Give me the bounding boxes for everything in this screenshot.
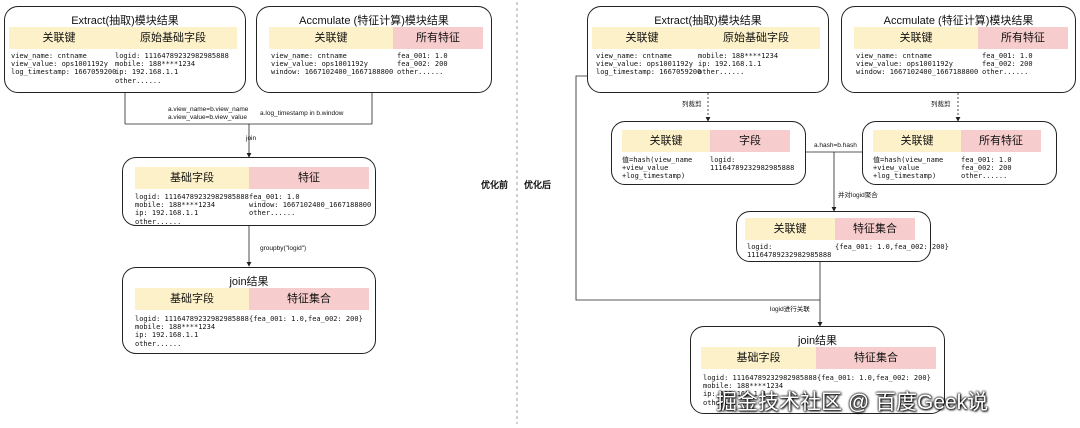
key-header: 基础字段 — [135, 288, 249, 310]
right-accumulate-box: Accmulate (特征计算)模块结果 关联键 所有特征 view_name:… — [841, 6, 1076, 93]
right-pruned-left-box: 关联键 字段 值=hash(view_name +view_value +log… — [611, 121, 806, 185]
key-values: logid: 11164789232982985888 mobile: 188*… — [135, 315, 249, 348]
box-title: join结果 — [797, 335, 838, 347]
key-header: 基础字段 — [701, 347, 816, 369]
field-values: fea_001: 1.0 fea_002: 200 other...... — [982, 52, 1033, 77]
join-condition-window: a.log_timestamp in b.window — [260, 110, 344, 117]
key-values: view_name: cntname view_value: ops100119… — [596, 52, 702, 77]
key-header: 基础字段 — [135, 167, 249, 189]
key-values: view_name: cntname view_value: ops100119… — [11, 52, 117, 77]
left-accumulate-box: Accmulate (特征计算)模块结果 关联键 所有特征 view_name:… — [256, 6, 492, 93]
right-agg-box: 关联键 特征集合 logid: 11164789232982985888 {fe… — [736, 211, 949, 262]
field-header: 特征集合 — [835, 218, 915, 240]
prune-label-right: 列裁剪 — [931, 101, 951, 108]
box-title: Extract(抽取)模块结果 — [71, 15, 179, 27]
right-extract-box: Extract(抽取)模块结果 关联键 原始基础字段 view_name: cn… — [587, 6, 829, 93]
left-result-box: join结果 基础字段 特征集合 logid: 1116478923298298… — [122, 267, 376, 354]
field-values: {fea_001: 1.0,fea_002: 200} — [817, 374, 931, 382]
box-title: Accmulate (特征计算)模块结果 — [299, 15, 449, 27]
left-extract-box: Extract(抽取)模块结果 关联键 原始基础字段 view_name: cn… — [4, 6, 246, 93]
watermark-text: 掘金技术社区 @ 百度Geek说 — [716, 391, 989, 414]
hash-label: a.hash=b.hash — [814, 142, 857, 149]
field-values: mobile: 188****1234 ip: 192.168.1.1 othe… — [698, 52, 779, 77]
box-title: join结果 — [229, 276, 269, 288]
key-values: view_name: cntname view_value: ops100119… — [271, 52, 394, 77]
join-label: join — [246, 135, 257, 142]
key-values: logid: 11164789232982985888 mobile: 188*… — [135, 193, 249, 226]
left-middle-box: 基础字段 特征 logid: 11164789232982985888 mobi… — [122, 157, 376, 226]
merge-label: 并对logid聚合 — [838, 192, 878, 199]
box-title: Extract(抽取)模块结果 — [654, 15, 762, 27]
key-values: logid: 11164789232982985888 — [747, 243, 832, 260]
key-header: 关联键 — [745, 218, 835, 240]
before-label: 优化前 — [481, 180, 509, 190]
after-label: 优化后 — [524, 180, 552, 190]
field-header: 所有特征 — [978, 27, 1068, 49]
box-title: Accmulate (特征计算)模块结果 — [883, 15, 1034, 27]
key-header: 关联键 — [9, 27, 109, 49]
field-values: logid: 11164789232982985888 mobile: 188*… — [115, 52, 229, 85]
field-values: fea_001: 1.0 fea_002: 200 other...... — [397, 52, 448, 77]
key-values: 值=hash(view_name +view_value +log_timest… — [873, 156, 944, 181]
field-header: 特征 — [249, 167, 369, 189]
field-header: 所有特征 — [961, 130, 1041, 152]
field-values: {fea_001: 1.0,fea_002: 200} — [835, 243, 949, 251]
key-header: 关联键 — [269, 27, 393, 49]
field-values: {fea_001: 1.0,fea_002: 200} — [249, 315, 363, 323]
field-header: 所有特征 — [393, 27, 483, 49]
groupby-label: groupby("logid") — [260, 245, 307, 252]
right-pruned-right-box: 关联键 所有特征 值=hash(view_name +view_value +l… — [862, 121, 1057, 185]
logid-join-arrow — [575, 75, 823, 327]
right-result-box: join结果 基础字段 特征集合 logid: 1116478923298298… — [690, 326, 945, 414]
field-values: fea_001: 1.0 fea_002: 200 other...... — [961, 156, 1012, 181]
key-values: logid: 11164789232982985888 mobile: 188*… — [703, 374, 817, 407]
field-header: 特征集合 — [249, 288, 369, 310]
key-header: 关联键 — [622, 130, 710, 152]
field-header: 原始基础字段 — [109, 27, 237, 49]
field-header: 特征集合 — [816, 347, 936, 369]
prune-label-left: 列裁剪 — [682, 101, 702, 108]
key-header: 关联键 — [592, 27, 692, 49]
key-values: 值=hash(view_name +view_value +log_timest… — [622, 156, 693, 181]
logid-join-label: logid进行关联 — [770, 306, 810, 313]
field-header: 原始基础字段 — [692, 27, 820, 49]
key-values: view_name: cntname view_value: ops100119… — [856, 52, 979, 77]
field-header: 字段 — [710, 130, 790, 152]
join-condition-view: a.view_name=b.view_name a.view_value=b.v… — [168, 106, 249, 121]
field-values: logid: 11164789232982985888 — [710, 156, 795, 173]
field-values: fea_001: 1.0 window: 1667102400_16671888… — [249, 193, 372, 218]
key-header: 关联键 — [873, 130, 961, 152]
key-header: 关联键 — [854, 27, 978, 49]
